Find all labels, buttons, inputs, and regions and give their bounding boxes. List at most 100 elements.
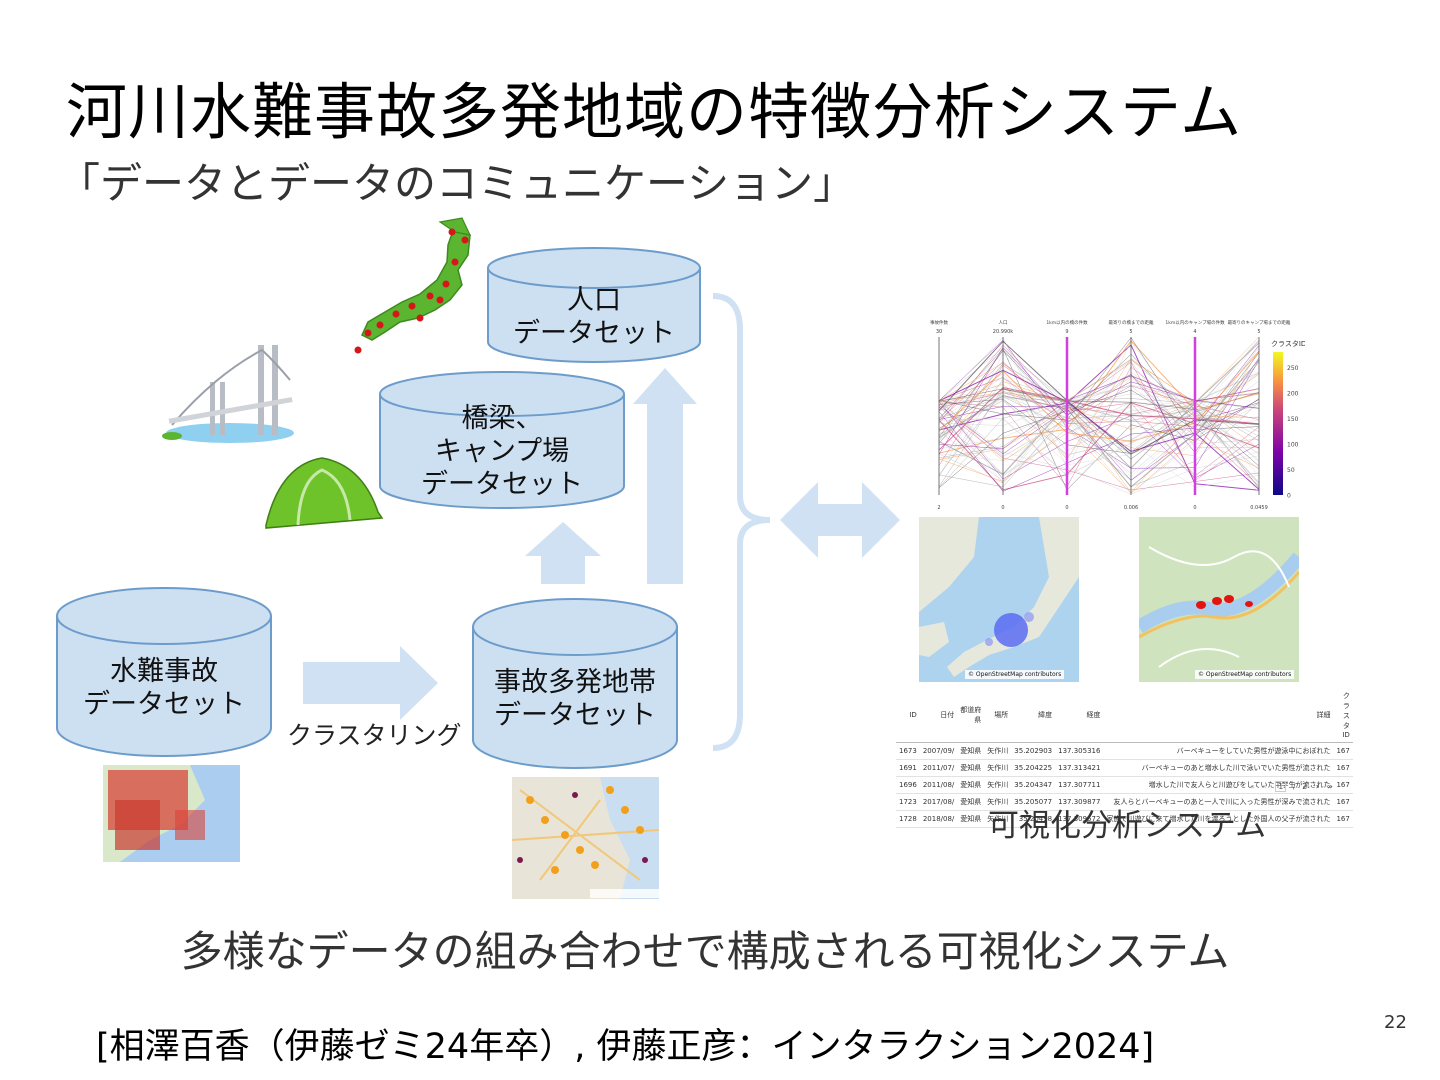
parallel-coordinates-line: [938, 361, 1260, 423]
tent-illustration: [265, 457, 384, 529]
parallel-coordinates-line: [938, 388, 1260, 460]
table-cell: 増水した川で友人らと川遊びをしていた中学生が流された: [1103, 776, 1334, 794]
parallel-axis-bottom-tick: 0: [1001, 505, 1004, 511]
population-dataset-line2: データセット: [513, 318, 675, 349]
parallel-axis-label: 1km以内の橋の件数: [1046, 319, 1088, 326]
results-table-header: ID 日付 都道府県 場所 緯度 経度 詳細 クラスタID: [896, 688, 1353, 743]
table-cell: 137.309877: [1055, 793, 1104, 811]
bridge-illustration: [162, 345, 294, 443]
japan-map-panel[interactable]: © OpenStreetMap contributors: [919, 517, 1079, 682]
table-cell: 35.204347: [1011, 776, 1056, 794]
pagination-next-button[interactable]: ›: [1315, 782, 1320, 791]
grouping-brace: [712, 293, 771, 751]
river-map-shapes: [1139, 546, 1299, 668]
parallel-coordinates-line: [938, 375, 1260, 476]
table-cell: 1691: [896, 759, 920, 777]
parallel-axis-top-tick: 5: [1257, 329, 1260, 335]
population-dataset-cylinder: [487, 247, 701, 363]
col-id[interactable]: ID: [896, 688, 920, 743]
table-cell: 愛知県: [957, 810, 985, 828]
table-cell: 矢作川: [984, 742, 1012, 760]
parallel-axis-top-tick: 5: [1129, 329, 1132, 335]
population-dataset-label: 人口 データセット: [488, 284, 700, 364]
japan-map-illustration: [354, 217, 472, 354]
parallel-coordinates-line: [938, 399, 1260, 481]
bottom-caption: 多様なデータの組み合わせで構成される可視化システム: [180, 927, 1230, 976]
col-prefecture[interactable]: 都道府県: [957, 688, 985, 743]
arrow-double: [780, 482, 900, 558]
parallel-coordinates-line: [938, 361, 1260, 494]
parallel-coordinates-line: [938, 387, 1260, 451]
table-cell: 1673: [896, 742, 920, 760]
parallel-coordinates-line: [938, 347, 1260, 455]
col-place[interactable]: 場所: [984, 688, 1012, 743]
col-date[interactable]: 日付: [919, 688, 958, 743]
colorbar-tick: 100: [1287, 442, 1299, 449]
slide-title: 河川水難事故多発地域の特徴分析システム: [66, 77, 1243, 148]
table-cell: 167: [1333, 793, 1353, 811]
parallel-coordinates-line: [938, 340, 1260, 455]
parallel-axis-top-tick: 20.990k: [993, 329, 1013, 335]
colorbar-tick: 50: [1287, 467, 1295, 474]
table-cell: 167: [1333, 759, 1353, 777]
system-caption: 可視化分析システム: [988, 808, 1267, 844]
table-cell: 167: [1333, 742, 1353, 760]
table-cell: 167: [1333, 776, 1353, 794]
river-map-panel[interactable]: © OpenStreetMap contributors: [1139, 517, 1299, 682]
parallel-coordinates-line: [938, 359, 1260, 403]
parallel-coordinates-line: [938, 373, 1260, 452]
table-cell: 2007/09/: [919, 742, 958, 760]
colorbar-tick: 250: [1287, 365, 1299, 372]
pagination-current-page[interactable]: 1: [1275, 781, 1287, 792]
bridge-camp-dataset-label: 橋梁、 キャンプ場 データセット: [380, 402, 624, 512]
pagination-separator: /: [1292, 782, 1296, 791]
col-cluster-id[interactable]: クラスタID: [1333, 688, 1353, 743]
pagination-prev-button[interactable]: ‹: [1263, 782, 1267, 791]
parallel-axis-top-tick: 30: [936, 329, 942, 335]
table-cell: 167: [1333, 810, 1353, 828]
table-cell: 2011/08/: [919, 776, 958, 794]
col-longitude[interactable]: 経度: [1055, 688, 1104, 743]
table-cell: バーベキューのあと増水した川で泳いでいた男性が流された: [1103, 759, 1334, 777]
col-detail[interactable]: 詳細: [1103, 688, 1334, 743]
hotspot-dataset-label: 事故多発地帯 データセット: [473, 666, 677, 746]
hotspot-map-thumbnail: [511, 777, 660, 899]
parallel-coordinates-line: [938, 401, 1260, 488]
parallel-axis-top-tick: 4: [1193, 329, 1196, 335]
clustering-label: クラスタリング: [287, 721, 462, 750]
parallel-coordinates-line: [938, 364, 1260, 477]
accident-dataset-line1: 水難事故: [110, 656, 218, 687]
table-cell: 1723: [896, 793, 920, 811]
slide-subtitle: 「データとデータのコミュニケーション」: [58, 159, 856, 208]
page-number: 22: [1384, 1012, 1407, 1033]
table-cell: 愛知県: [957, 776, 985, 794]
table-cell: 35.204225: [1011, 759, 1056, 777]
parallel-coordinates-line: [938, 377, 1260, 487]
bridge-camp-dataset-cylinder: [379, 371, 625, 509]
accident-dataset-cylinder: [56, 587, 272, 757]
parallel-coordinates-line: [938, 336, 1260, 460]
parallel-coordinates-lines: [938, 336, 1260, 495]
pagination-first-button[interactable]: «: [1250, 782, 1255, 791]
citation: [相澤百香（伊藤ゼミ24年卒）, 伊藤正彦：インタラクション2024]: [96, 1027, 1155, 1067]
accident-dataset-label: 水難事故 データセット: [57, 655, 271, 735]
table-cell: 2017/08/: [919, 793, 958, 811]
parallel-coordinates-line: [938, 384, 1260, 488]
table-cell: 愛知県: [957, 793, 985, 811]
col-latitude[interactable]: 緯度: [1011, 688, 1056, 743]
table-cell: 137.309572: [1055, 810, 1104, 828]
table-cell: 愛知県: [957, 742, 985, 760]
table-cell: バーベキューをしていた男性が遊泳中におぼれた: [1103, 742, 1334, 760]
pagination-last-button[interactable]: »: [1327, 782, 1333, 791]
colorbar-tick: 150: [1287, 416, 1299, 423]
parallel-coordinates-line: [938, 406, 1260, 491]
parallel-coordinates-chart: 事故件数302人口20.990k01km以内の橋の件数90最寄りの橋までの距離5…: [930, 319, 1305, 511]
table-cell: 1728: [896, 810, 920, 828]
accident-dataset-line2: データセット: [83, 689, 245, 720]
table-pagination: « ‹ 1 / 2 › »: [1250, 781, 1333, 792]
